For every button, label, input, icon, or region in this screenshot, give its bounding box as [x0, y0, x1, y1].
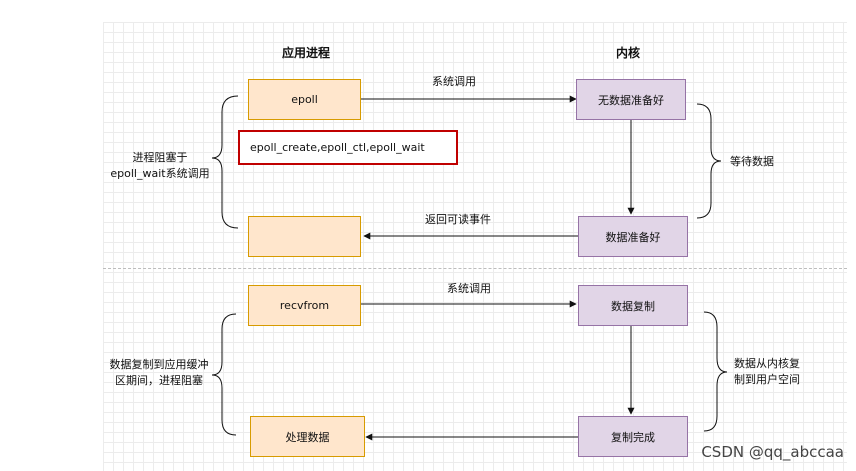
no-data-ready-box: 无数据准备好	[576, 79, 686, 120]
left-note-blocked: 进程阻塞于 epoll_wait系统调用	[110, 150, 210, 182]
epoll-box: epoll	[248, 79, 361, 120]
csdn-watermark: CSDN @qq_abccaa	[701, 443, 844, 461]
data-copy-box: 数据复制	[578, 285, 688, 326]
right-brace-1	[696, 103, 722, 219]
recvfrom-box: recvfrom	[248, 285, 361, 326]
right-note-2-line-1: 数据从内核复	[734, 357, 800, 370]
left-note-copying: 数据复制到应用缓冲 区期间，进程阻塞	[104, 357, 214, 389]
left-note-line-2: epoll_wait系统调用	[110, 167, 210, 180]
app-empty-box	[248, 216, 361, 257]
data-ready-box: 数据准备好	[578, 216, 688, 257]
left-brace-2	[211, 313, 237, 436]
left-brace-1	[211, 95, 239, 229]
left-note-2-line-2: 区期间，进程阻塞	[115, 374, 203, 387]
app-process-heading: 应用进程	[282, 46, 331, 60]
grid-background	[103, 22, 847, 471]
return-readable-label: 返回可读事件	[425, 213, 491, 226]
syscall-label-2: 系统调用	[447, 282, 491, 295]
kernel-heading: 内核	[616, 46, 641, 60]
right-note-2-line-2: 制到用户空间	[734, 373, 800, 386]
copy-complete-box: 复制完成	[578, 416, 688, 457]
syscall-label-1: 系统调用	[432, 75, 476, 88]
right-note-copying: 数据从内核复 制到用户空间	[734, 356, 800, 388]
section-divider	[103, 268, 847, 269]
left-note-line-1: 进程阻塞于	[132, 151, 188, 164]
left-note-2-line-1: 数据复制到应用缓冲	[109, 358, 209, 371]
right-note-waiting: 等待数据	[730, 155, 774, 168]
epoll-functions-highlight: epoll_create,epoll_ctl,epoll_wait	[238, 130, 458, 165]
right-brace-2	[703, 311, 728, 432]
process-data-box: 处理数据	[250, 416, 365, 457]
